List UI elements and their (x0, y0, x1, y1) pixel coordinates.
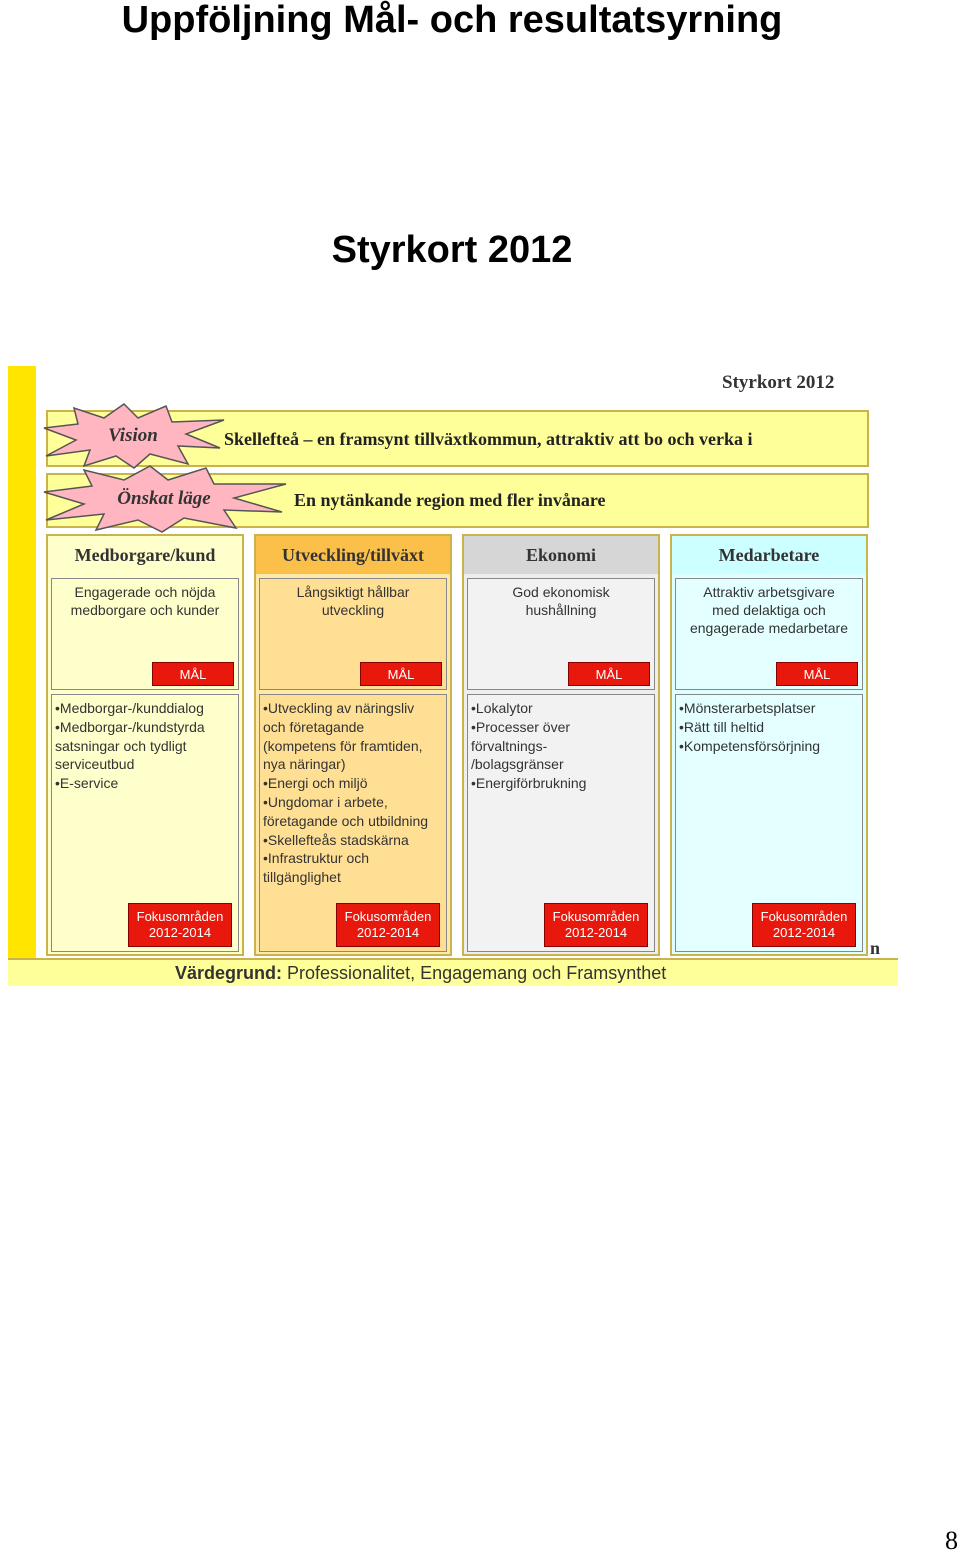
column-header: Utveckling/tillväxt (256, 536, 450, 574)
focus-item: •Utveckling av näringsliv (263, 700, 415, 716)
goal-line: engagerade medarbetare (689, 620, 848, 636)
column-header: Medborgare/kund (48, 536, 242, 574)
goal-text: God ekonomisk hushållning (468, 583, 654, 619)
goal-line: utveckling (321, 602, 385, 618)
goal-button[interactable]: MÅL (776, 662, 858, 686)
goal-text: Långsiktigt hållbar utveckling (260, 583, 446, 619)
goal-button[interactable]: MÅL (568, 662, 650, 686)
focus-item: •Medborgar-/kunddialog (55, 700, 204, 716)
focus-item: förvaltnings- (471, 737, 548, 754)
scorecard-slide: Styrkort 2012 Skellefteå – en framsynt t… (8, 366, 898, 986)
column-medborgare-kund: Medborgare/kund Engagerade och nöjda med… (46, 534, 244, 956)
focus-item: •Energiförbrukning (471, 775, 587, 792)
vision-text: Skellefteå – en framsynt tillväxtkommun,… (224, 429, 753, 449)
focus-item: •Infrastruktur och (263, 850, 370, 867)
focus-item: satsningar och tydligt (55, 737, 187, 754)
vision-burst-shape (43, 403, 225, 469)
focus-item: •Kompetensförsörjning (679, 737, 821, 754)
page-subtitle: Styrkort 2012 (331, 229, 573, 271)
goal-box: Långsiktigt hållbar utveckling MÅL (259, 578, 447, 690)
goal-button[interactable]: MÅL (360, 662, 442, 686)
focus-button-line: Fokusområden (760, 909, 848, 924)
vision-burst-label: Vision (108, 425, 158, 446)
column-medarbetare: Medarbetare Attraktiv arbetsgivare med d… (670, 534, 868, 956)
focus-item: •Skellefteås stadskärna (263, 831, 409, 848)
goal-line: Långsiktigt hållbar (296, 584, 410, 600)
desired-state-burst: Önskat läge (38, 464, 290, 534)
column-utveckling-tillvaxt: Utveckling/tillväxt Långsiktigt hållbar … (254, 534, 452, 956)
focus-list: •Mönsterarbetsplatser •Rätt till heltid … (679, 699, 861, 755)
focus-box: •Lokalytor •Processer över förvaltnings-… (467, 694, 655, 952)
focus-item: företagande och utbildning (263, 812, 429, 829)
page-number: 8 (945, 1526, 958, 1555)
values-text: Värdegrund: Professionalitet, Engagemang… (175, 963, 666, 984)
focus-areas-button[interactable]: Fokusområden 2012-2014 (128, 903, 232, 947)
focus-box: •Medborgar-/kunddialog •Medborgar-/kunds… (51, 694, 239, 952)
focus-areas-button[interactable]: Fokusområden 2012-2014 (544, 903, 648, 947)
goal-button[interactable]: MÅL (152, 662, 234, 686)
cropped-text: n (870, 938, 881, 958)
yellow-side-bar (8, 366, 36, 958)
slide-label: Styrkort 2012 (722, 372, 835, 393)
focus-item: •Rätt till heltid (679, 718, 765, 735)
column-ekonomi: Ekonomi God ekonomisk hushållning MÅL •L… (462, 534, 660, 956)
focus-button-line: Fokusområden (552, 909, 640, 924)
focus-button-line: 2012-2014 (772, 925, 836, 940)
focus-item: tillgänglighet (263, 869, 341, 886)
values-content: Professionalitet, Engagemang och Framsyn… (287, 963, 667, 983)
focus-box: •Mönsterarbetsplatser •Rätt till heltid … (675, 694, 863, 952)
values-label: Värdegrund: (175, 963, 283, 983)
vision-burst: Vision (38, 402, 228, 470)
goal-line: med delaktiga och (712, 602, 826, 618)
focus-item: nya näringar) (263, 756, 346, 773)
goal-line: Attraktiv arbetsgivare (703, 584, 835, 600)
values-bar: Värdegrund: Professionalitet, Engagemang… (8, 958, 898, 986)
focus-button-line: 2012-2014 (564, 925, 628, 940)
focus-item: •Energi och miljö (263, 775, 368, 792)
focus-item: •E-service (55, 775, 119, 792)
focus-areas-button[interactable]: Fokusområden 2012-2014 (336, 903, 440, 947)
focus-item: serviceutbud (55, 756, 135, 773)
focus-item: och företagande (263, 718, 365, 735)
goal-line: medborgare och kunder (70, 602, 220, 618)
focus-item: /bolagsgränser (471, 756, 564, 773)
focus-item: •Mönsterarbetsplatser (679, 700, 816, 716)
focus-item: •Medborgar-/kundstyrda (55, 718, 205, 735)
page-title: Uppföljning Mål- och resultatsyrning (121, 0, 783, 41)
focus-box: •Utveckling av näringsliv och företagand… (259, 694, 447, 952)
focus-list: •Utveckling av näringsliv och företagand… (263, 699, 445, 887)
goal-line: Engagerade och nöjda (74, 584, 216, 600)
focus-button-line: 2012-2014 (148, 925, 212, 940)
goal-line: God ekonomisk (512, 584, 610, 600)
focus-list: •Medborgar-/kunddialog •Medborgar-/kunds… (55, 699, 237, 793)
column-header: Medarbetare (672, 536, 866, 574)
focus-item: •Ungdomar i arbete, (263, 793, 388, 810)
desired-state-text: En nytänkande region med fler invånare (294, 490, 606, 510)
column-header: Ekonomi (464, 536, 658, 574)
goal-box: Attraktiv arbetsgivare med delaktiga och… (675, 578, 863, 690)
focus-areas-button[interactable]: Fokusområden 2012-2014 (752, 903, 856, 947)
focus-item: (kompetens för framtiden, (263, 737, 423, 754)
goal-box: God ekonomisk hushållning MÅL (467, 578, 655, 690)
desired-state-burst-label: Önskat läge (117, 488, 211, 509)
goal-text: Attraktiv arbetsgivare med delaktiga och… (676, 583, 862, 637)
focus-item: •Processer över (471, 718, 571, 735)
goal-line: hushållning (525, 602, 597, 618)
focus-button-line: Fokusområden (136, 909, 224, 924)
desired-state-burst-shape (43, 465, 287, 533)
goal-box: Engagerade och nöjda medborgare och kund… (51, 578, 239, 690)
focus-button-line: Fokusområden (344, 909, 432, 924)
focus-button-line: 2012-2014 (356, 925, 420, 940)
goal-text: Engagerade och nöjda medborgare och kund… (52, 583, 238, 619)
focus-item: •Lokalytor (471, 700, 533, 716)
focus-list: •Lokalytor •Processer över förvaltnings-… (471, 699, 653, 793)
